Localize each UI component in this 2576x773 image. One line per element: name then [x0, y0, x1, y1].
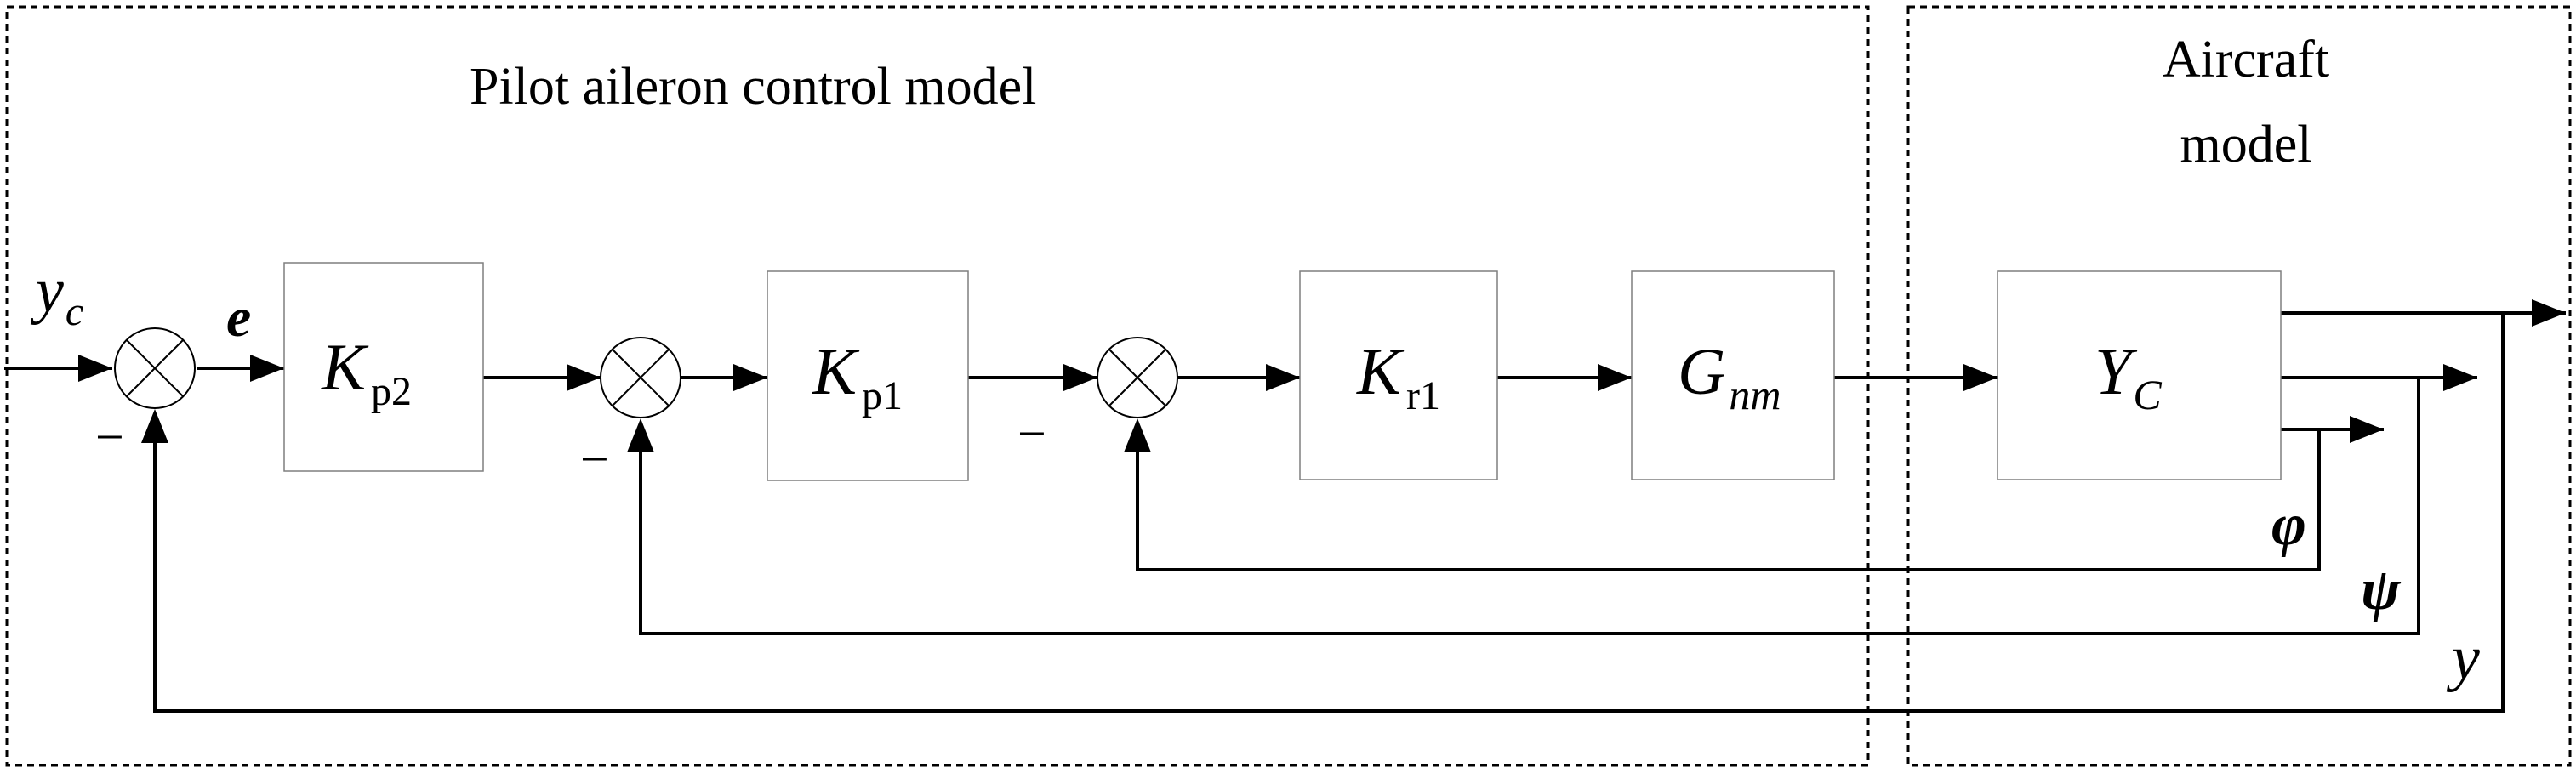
- y-output-arrowhead: [2532, 299, 2566, 327]
- phi-output-arrowhead: [2350, 416, 2384, 443]
- svg-text:Kp2: Kp2: [321, 330, 412, 414]
- kp1-main: K: [812, 334, 860, 408]
- kp2-sub: p2: [371, 369, 412, 414]
- phi-signal-label: φ: [2271, 492, 2306, 558]
- aircraft-model-region: [1906, 5, 2572, 767]
- kr1-main: K: [1356, 334, 1405, 408]
- sum3-minus-sign: −: [1017, 406, 1046, 462]
- summing-junction-3: [1097, 337, 1178, 418]
- error-signal-label: e: [226, 287, 251, 349]
- y-feedback-arrowhead: [141, 409, 168, 443]
- phi-feedback-arrowhead: [1124, 418, 1151, 452]
- svg-text:Kp1: Kp1: [812, 334, 903, 418]
- gnm-main: G: [1678, 334, 1725, 408]
- psi-feedback-arrowhead: [627, 418, 654, 452]
- input-arrowhead: [78, 355, 112, 382]
- sum2-minus-sign: −: [580, 431, 609, 487]
- kp1-sub: p1: [862, 373, 903, 418]
- yc-plant-sub: C: [2133, 371, 2162, 418]
- pilot-model-title: Pilot aileron control model: [470, 58, 1036, 116]
- gnm-out-arrowhead: [1963, 364, 1998, 391]
- summing-junction-1: [114, 327, 196, 409]
- psi-output-arrowhead: [2443, 364, 2477, 391]
- input-signal-label: yc: [30, 256, 83, 334]
- sum1-minus-sign: −: [95, 409, 124, 465]
- svg-text:Gnm: Gnm: [1678, 334, 1781, 418]
- svg-text:YC: YC: [2094, 334, 2162, 418]
- pilot-model-region: [5, 5, 1870, 767]
- psi-signal-label: ψ: [2361, 557, 2402, 622]
- svg-text:Kr1: Kr1: [1356, 334, 1440, 418]
- psi-feedback-wire: [639, 378, 2420, 635]
- error-arrowhead: [250, 355, 284, 382]
- kr1-sub: r1: [1406, 373, 1440, 418]
- kr1-out-arrowhead: [1598, 364, 1632, 391]
- kp2-out-arrowhead: [567, 364, 601, 391]
- summing-junction-2: [600, 337, 681, 418]
- yc-plant-block: YC: [1997, 270, 2282, 480]
- kp1-out-arrowhead: [1063, 364, 1097, 391]
- aircraft-model-title-line1: Aircraft: [2163, 31, 2329, 88]
- sum2-out-arrowhead: [733, 364, 767, 391]
- kp2-main: K: [321, 330, 369, 404]
- gnm-block: Gnm: [1631, 270, 1835, 480]
- aircraft-model-title-line2: model: [2180, 116, 2312, 173]
- yc-plant-main: Y: [2094, 334, 2138, 408]
- phi-feedback-wire: [1136, 429, 2321, 571]
- gnm-sub: nm: [1729, 371, 1781, 418]
- sum3-out-arrowhead: [1266, 364, 1300, 391]
- y-output-label: y: [2446, 623, 2480, 693]
- y-feedback-wire: [153, 313, 2505, 713]
